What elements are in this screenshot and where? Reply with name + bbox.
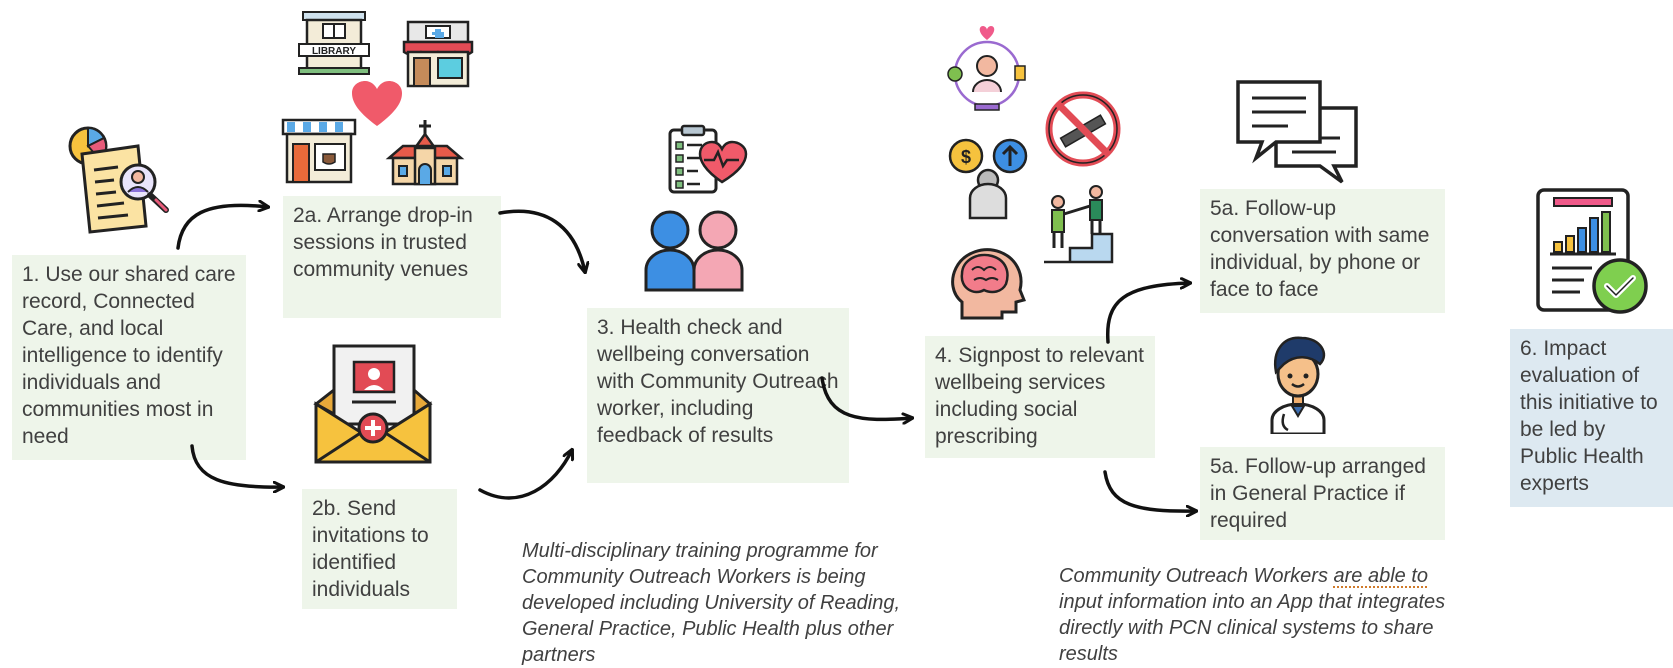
training-note: Multi-disciplinary training programme fo… bbox=[522, 538, 932, 668]
app-note-squiggle: are able to bbox=[1333, 565, 1429, 587]
step-5a-bottom-text: 5a. Follow-up arranged in General Practi… bbox=[1210, 455, 1426, 532]
step-6-text: 6. Impact evaluation of this initiative … bbox=[1520, 337, 1658, 495]
arrow-3-to-4 bbox=[820, 376, 912, 419]
step-2b-text: 2b. Send invitations to identified indiv… bbox=[312, 497, 429, 601]
church-icon bbox=[385, 120, 465, 186]
step-1-box: 1. Use our shared care record, Connected… bbox=[12, 255, 246, 460]
step-2a-box: 2a. Arrange drop-in sessions in trusted … bbox=[283, 196, 501, 318]
wellbeing-circle-icon bbox=[947, 26, 1026, 111]
step-5a-top-box: 5a. Follow-up conversation with same ind… bbox=[1200, 189, 1445, 313]
arrow-2b-to-3 bbox=[478, 450, 572, 500]
arrow-1-to-2a bbox=[176, 205, 268, 250]
pharmacy-shop-icon bbox=[402, 20, 474, 88]
step-4-box: 4. Signpost to relevant wellbeing servic… bbox=[925, 336, 1155, 458]
doctor-icon bbox=[1270, 336, 1326, 434]
app-note: Community Outreach Workers are able to i… bbox=[1059, 563, 1459, 667]
arrow-1-to-2b bbox=[190, 444, 283, 487]
step-2b-box: 2b. Send invitations to identified indiv… bbox=[302, 489, 457, 609]
report-check-icon bbox=[1536, 188, 1648, 314]
library-sign-text: LIBRARY bbox=[312, 46, 356, 57]
app-note-text-1: Community Outreach Workers bbox=[1059, 565, 1334, 587]
app-note-text-2: input information into an App that integ… bbox=[1059, 591, 1446, 665]
step-6-box: 6. Impact evaluation of this initiative … bbox=[1510, 329, 1673, 507]
mental-health-head-icon bbox=[951, 248, 1026, 320]
step-3-text: 3. Health check and wellbeing conversati… bbox=[597, 316, 839, 447]
step-5a-bottom-box: 5a. Follow-up arranged in General Practi… bbox=[1200, 447, 1445, 540]
arrow-4-to-5a-top bbox=[1105, 283, 1190, 344]
step-4-text: 4. Signpost to relevant wellbeing servic… bbox=[935, 344, 1144, 448]
money-growth-icon: $ bbox=[948, 138, 1028, 220]
document-search-icon bbox=[68, 126, 169, 234]
step-3-box: 3. Health check and wellbeing conversati… bbox=[587, 308, 849, 483]
svg-text:$: $ bbox=[961, 147, 971, 167]
library-icon: LIBRARY bbox=[298, 11, 370, 75]
support-stairs-icon bbox=[1044, 185, 1114, 264]
step-2a-text: 2a. Arrange drop-in sessions in trusted … bbox=[293, 204, 473, 281]
no-smoking-icon bbox=[1045, 91, 1121, 167]
invitation-envelope-icon bbox=[313, 344, 433, 464]
step-5a-top-text: 5a. Follow-up conversation with same ind… bbox=[1210, 197, 1430, 301]
cafe-icon bbox=[281, 118, 357, 184]
arrow-2a-to-3 bbox=[498, 209, 585, 272]
heart-icon bbox=[352, 81, 402, 126]
conversation-icon bbox=[1236, 80, 1358, 184]
health-checklist-icon bbox=[668, 124, 748, 194]
training-note-text: Multi-disciplinary training programme fo… bbox=[522, 540, 901, 666]
step-1-text: 1. Use our shared care record, Connected… bbox=[22, 263, 236, 448]
arrow-4-to-5a-bottom bbox=[1103, 470, 1196, 511]
people-icon bbox=[644, 210, 744, 292]
